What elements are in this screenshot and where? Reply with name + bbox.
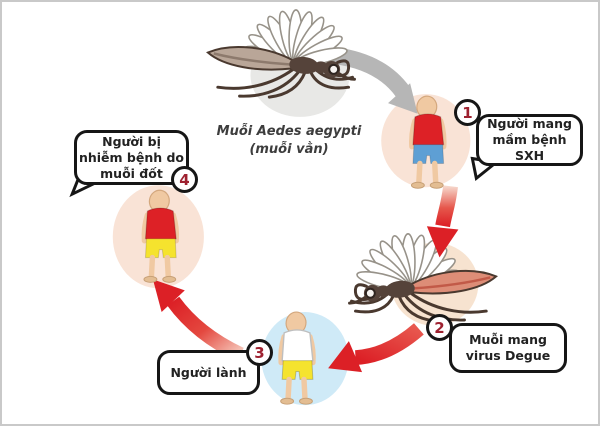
step1-label-line2: mầm bệnh SXH (492, 132, 567, 163)
arrow-person1-to-mosquito2 (426, 185, 459, 258)
step4-label-line1: Người bị (102, 133, 161, 149)
infected-mosquito-icon (348, 233, 498, 323)
step3-label-bubble: Người lành (157, 350, 260, 395)
mosquito-species-line2: (muỗi vằn) (249, 141, 329, 157)
step4-label-line2: nhiễm bệnh do (78, 149, 185, 165)
step1-number-badge: 1 (454, 99, 481, 126)
arrow-mosquito2-to-person3 (328, 323, 424, 373)
step4-label-line3: muỗi đốt (100, 165, 163, 181)
step2-label-line2: virus Degue (465, 348, 551, 363)
mosquito-wing-fan (356, 233, 462, 291)
person4-infected-figure (141, 189, 180, 283)
step3-number-badge: 3 (246, 339, 273, 366)
arrow-person3-to-person4 (152, 279, 244, 362)
step2-label-bubble: Muỗi mang virus Degue (449, 323, 567, 373)
arrow-mosquito-to-person1 (332, 47, 418, 114)
step1-label-line1: Người mang (487, 116, 572, 131)
step4-number-badge: 4 (171, 166, 198, 193)
step1-label-bubble: Người mang mầm bệnh SXH (476, 114, 583, 166)
step3-label-line1: Người lành (170, 364, 247, 380)
mosquito-eye (364, 287, 376, 299)
person3-healthy-figure (278, 311, 316, 405)
person1-carrier-figure (409, 95, 447, 189)
step2-label-line1: Muỗi mang (469, 332, 547, 347)
aedes-mosquito-icon (206, 9, 356, 99)
step4-label-bubble: Người bị nhiễm bệnh do muỗi đốt (74, 130, 189, 185)
mosquito-species-label: Muỗi Aedes aegypti (muỗi vằn) (209, 123, 369, 158)
mosquito-species-line1: Muỗi Aedes aegypti (216, 124, 362, 139)
step2-number-badge: 2 (426, 314, 453, 341)
mosquito-eye (328, 63, 340, 75)
